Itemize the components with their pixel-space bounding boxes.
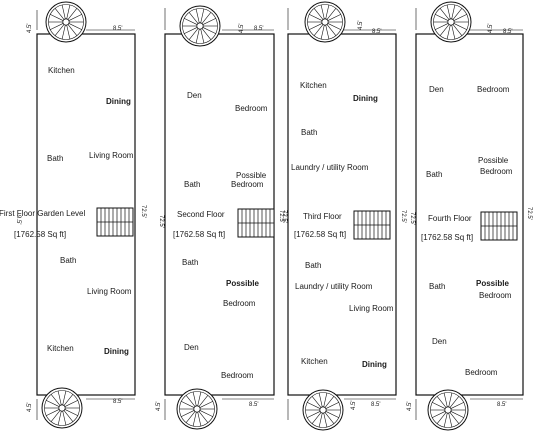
room-label: Possible (476, 279, 509, 288)
dim-mid-left: 9.5' (15, 215, 21, 225)
spiral-staircase-icon (302, 389, 344, 431)
room-label: Bedroom (235, 104, 268, 113)
dim-top-width: 8.5' (372, 29, 382, 35)
dim-bottom-side: 4.5' (407, 402, 413, 412)
spiral-staircase-icon (304, 1, 346, 43)
dim-mid-right: 72.5' (140, 205, 146, 218)
room-label: Bath (301, 128, 317, 137)
dim-bottom-width: 8.5' (249, 402, 259, 408)
spiral-staircase-icon (176, 388, 218, 430)
room-label: Living Room (87, 287, 132, 296)
dim-bottom-width: 8.5' (497, 402, 507, 408)
room-label: Den (187, 91, 202, 100)
dim-top-side: 4.5' (488, 24, 494, 34)
room-label: Dining (353, 94, 378, 103)
dim-bottom-width: 8.5' (113, 399, 123, 405)
room-label: Bedroom (479, 291, 512, 300)
dim-mid-left: 72.5' (158, 215, 164, 228)
floor-area: [1762.58 Sq ft] (173, 230, 225, 239)
dim-bottom-width: 8.5' (371, 402, 381, 408)
room-label: Bedroom (223, 299, 256, 308)
floor-1-outline (36, 33, 136, 396)
dim-top-width: 8.5' (503, 29, 513, 35)
room-label: Dining (106, 97, 131, 106)
spiral-staircase-icon (179, 5, 221, 47)
straight-staircase-icon (353, 210, 391, 240)
dim-mid-right: 72.5' (400, 210, 406, 223)
room-label: Bath (47, 154, 63, 163)
room-label: Living Room (349, 304, 394, 313)
room-label: Possible (236, 171, 267, 180)
dim-top-width: 8.5' (113, 26, 123, 32)
floor-title: First Floor Garden Level (0, 209, 85, 218)
spiral-staircase-icon (430, 1, 472, 43)
room-label: Bedroom (221, 371, 254, 380)
floor-area: [1762.58 Sq ft] (294, 230, 346, 239)
room-label: Laundry / utility Room (291, 163, 369, 172)
floor-4-outline (415, 33, 524, 396)
floor-plan-2: 4.5' 8.5' 72.5' 72.5' 4.5' 8.5' Den Bedr… (156, 5, 284, 430)
room-label: Den (432, 337, 447, 346)
room-label: Bath (429, 282, 445, 291)
dim-mid-right: 72.5' (278, 210, 284, 223)
room-label: Possible (478, 156, 509, 165)
room-label: Bedroom (477, 85, 510, 94)
floor-plan-1: 4.5' 8.5' 9.5' 72.5' 4.5' 8.5' Kitchen D… (0, 1, 146, 429)
dim-top-side: 4.5' (358, 21, 364, 31)
room-label: Bath (305, 261, 321, 270)
room-label: Living Room (89, 151, 134, 160)
dim-mid-left: 72.5' (409, 212, 415, 225)
dim-mid-right: 72.5' (526, 207, 532, 220)
room-label: Bath (60, 256, 76, 265)
dim-bottom-side: 4.5' (351, 401, 357, 411)
room-label: Kitchen (301, 357, 328, 366)
dim-top-side: 4.5' (239, 24, 245, 34)
dim-mid-left: 72.5' (281, 210, 287, 223)
floor-area: [1762.58 Sq ft] (421, 233, 473, 242)
room-label: Laundry / utility Room (295, 282, 373, 291)
dim-top-side: 4.5' (27, 24, 33, 34)
floor-area: [1762.58 Sq ft] (14, 230, 66, 239)
room-label: Bedroom (231, 180, 264, 189)
room-label: Den (184, 343, 199, 352)
room-label: Den (429, 85, 444, 94)
straight-staircase-icon (237, 208, 275, 238)
floor-plan-3: 4.5' 8.5' 72.5' 72.5' 4.5' 8.5' Kitchen … (281, 1, 406, 431)
room-label: Kitchen (47, 344, 74, 353)
room-label: Possible (226, 279, 259, 288)
room-label: Kitchen (48, 66, 75, 75)
dim-bottom-side: 4.5' (156, 402, 162, 412)
room-label: Bath (184, 180, 200, 189)
floor-title: Third Floor (303, 212, 342, 221)
room-label: Dining (362, 360, 387, 369)
spiral-staircase-icon (427, 389, 469, 431)
room-label: Bath (182, 258, 198, 267)
spiral-staircase-icon (45, 1, 87, 43)
room-label: Bath (426, 170, 442, 179)
floor-title: Second Floor (177, 210, 225, 219)
room-label: Bedroom (465, 368, 498, 377)
floor-3-outline (287, 33, 397, 396)
room-label: Bedroom (480, 167, 513, 176)
room-label: Dining (104, 347, 129, 356)
floor-plan-4: 4.5' 8.5' 72.5' 72.5' 4.5' 8.5' Den Bedr… (407, 1, 532, 431)
dim-top-width: 8.5' (254, 26, 264, 32)
spiral-staircase-icon (41, 387, 83, 429)
straight-staircase-icon (480, 211, 518, 241)
straight-staircase-icon (96, 207, 134, 237)
floor-title: Fourth Floor (428, 214, 472, 223)
room-label: Kitchen (300, 81, 327, 90)
dim-bottom-side: 4.5' (27, 403, 33, 413)
